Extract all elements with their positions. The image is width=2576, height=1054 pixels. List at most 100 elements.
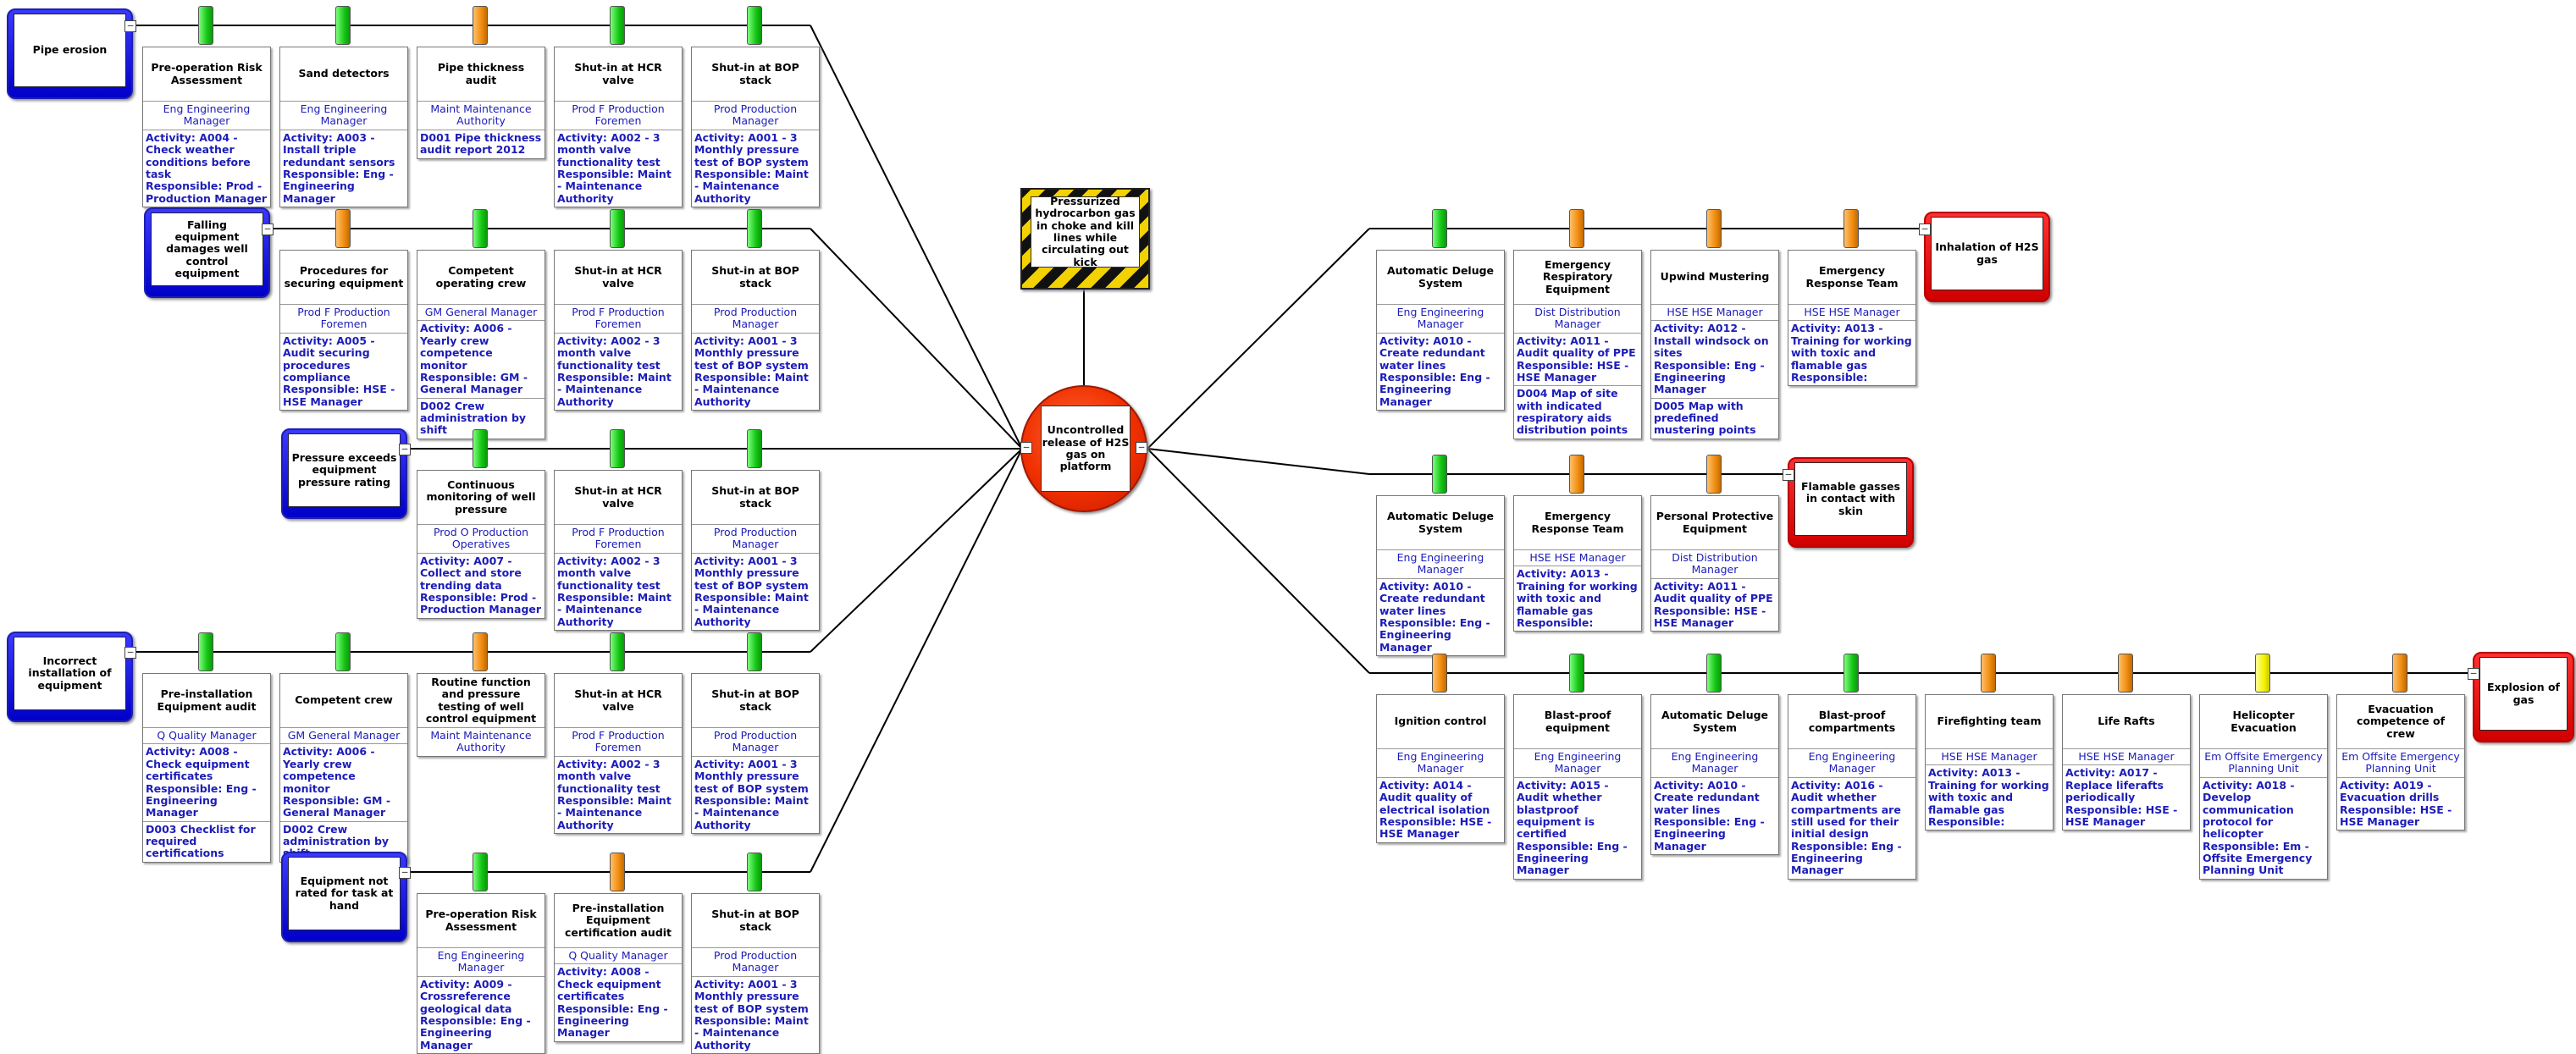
consequence-2-barrier-3-status-tab[interactable] bbox=[1706, 455, 1722, 494]
consequence-3-barrier-8-status-tab[interactable] bbox=[2392, 654, 2407, 693]
threat-1-barrier-3-status-tab[interactable] bbox=[473, 6, 488, 45]
consequence-1-barrier-2-status-tab[interactable] bbox=[1569, 209, 1584, 248]
consequence-1-barrier-4-status-tab[interactable] bbox=[1844, 209, 1859, 248]
threat-3[interactable]: Pressure exceeds equipment pressure rati… bbox=[281, 428, 407, 519]
threat-4-barrier-3[interactable]: Routine function and pressure testing of… bbox=[417, 673, 545, 757]
consequence-3-diagonal-line bbox=[1147, 448, 1370, 674]
threat-1-barrier-5-status-tab[interactable] bbox=[747, 6, 762, 45]
threat-2-diagonal-line bbox=[810, 228, 1023, 450]
consequence-1-collapse-button[interactable]: – bbox=[1919, 223, 1931, 235]
threat-1-barrier-4-status-tab[interactable] bbox=[610, 6, 625, 45]
consequence-1-barrier-4-title: Emergency Response Team bbox=[1788, 251, 1915, 305]
threat-1-barrier-2-status-tab[interactable] bbox=[335, 6, 351, 45]
threat-1[interactable]: Pipe erosion bbox=[7, 8, 133, 99]
consequence-2-barrier-2-status-tab[interactable] bbox=[1569, 455, 1584, 494]
threat-2-barrier-4-status-tab[interactable] bbox=[747, 209, 762, 248]
consequence-3-barrier-7-status-tab[interactable] bbox=[2255, 654, 2270, 693]
consequence-2-barrier-1-status-tab[interactable] bbox=[1432, 455, 1447, 494]
threat-5-barrier-3-status-tab[interactable] bbox=[747, 853, 762, 891]
consequence-1-barrier-1-title: Automatic Deluge System bbox=[1377, 251, 1504, 305]
threat-5-barrier-2[interactable]: Pre-installation Equipment certification… bbox=[554, 893, 683, 1042]
consequence-3-barrier-6-status-tab[interactable] bbox=[2118, 654, 2133, 693]
consequence-1-barrier-1-status-tab[interactable] bbox=[1432, 209, 1447, 248]
top-event-left-collapse-button[interactable]: – bbox=[1020, 442, 1032, 454]
threat-1-collapse-button[interactable]: – bbox=[124, 20, 136, 32]
threat-2-barrier-2-status-tab[interactable] bbox=[473, 209, 488, 248]
threat-4-diagonal-line bbox=[810, 448, 1023, 653]
hazard-box[interactable]: Pressurized hydrocarbon gas in choke and… bbox=[1020, 188, 1150, 290]
threat-4-barrier-1-status-tab[interactable] bbox=[198, 632, 213, 671]
threat-5[interactable]: Equipment not rated for task at hand bbox=[281, 852, 407, 942]
consequence-3-barrier-3-activity: Activity: A010 - Create redundant water … bbox=[1654, 778, 1765, 853]
threat-2-collapse-button[interactable]: – bbox=[262, 223, 274, 235]
threat-4-barrier-5-status-tab[interactable] bbox=[747, 632, 762, 671]
threat-1-barrier-1-status-tab[interactable] bbox=[198, 6, 213, 45]
consequence-2-collapse-button[interactable]: – bbox=[1783, 469, 1794, 481]
threat-3-barrier-3-status-tab[interactable] bbox=[747, 429, 762, 468]
threat-4-barrier-1-responsible: Q Quality Manager bbox=[143, 728, 270, 745]
threat-4-barrier-4-status-tab[interactable] bbox=[610, 632, 625, 671]
threat-3-barrier-2-title: Shut-in at HCR valve bbox=[555, 471, 682, 525]
top-event-circle[interactable]: Uncontrolled release of H2S gas on platf… bbox=[1020, 385, 1147, 512]
threat-2-barrier-3-status-tab[interactable] bbox=[610, 209, 625, 248]
consequence-3-barrier-4-status-tab[interactable] bbox=[1844, 654, 1859, 693]
consequence-2[interactable]: Flamable gasses in contact with skin bbox=[1788, 457, 1914, 548]
top-event-right-collapse-button[interactable]: – bbox=[1136, 442, 1147, 454]
threat-5-barrier-1-status-tab[interactable] bbox=[473, 853, 488, 891]
consequence-1[interactable]: Inhalation of H2S gas bbox=[1924, 212, 2050, 302]
threat-5-barrier-2-status-tab[interactable] bbox=[610, 853, 625, 891]
threat-4-barrier-2-status-tab[interactable] bbox=[335, 632, 351, 671]
consequence-3-collapse-button[interactable]: – bbox=[2468, 668, 2479, 680]
threat-2-barrier-1-activity: Activity: A005 - Audit securing procedur… bbox=[283, 334, 395, 408]
threat-2-barrier-1-status-tab[interactable] bbox=[335, 209, 351, 248]
threat-5-collapse-button[interactable]: – bbox=[399, 867, 411, 879]
consequence-1-barrier-3-status-tab[interactable] bbox=[1706, 209, 1722, 248]
consequence-3-barrier-1-status-tab[interactable] bbox=[1432, 654, 1447, 693]
threat-3-barrier-2-status-tab[interactable] bbox=[610, 429, 625, 468]
consequence-3-barrier-3-status-tab[interactable] bbox=[1706, 654, 1722, 693]
consequence-3[interactable]: Explosion of gas bbox=[2473, 652, 2574, 742]
threat-3-barrier-1-status-tab[interactable] bbox=[473, 429, 488, 468]
threat-2[interactable]: Falling equipment damages well control e… bbox=[144, 207, 270, 298]
consequence-3-barrier-5-status-tab[interactable] bbox=[1981, 654, 1996, 693]
threat-4[interactable]: Incorrect installation of equipment bbox=[7, 632, 133, 722]
threat-4-barrier-3-status-tab[interactable] bbox=[473, 632, 488, 671]
threat-1-barrier-1-activity: Activity: A004 - Check weather condition… bbox=[146, 130, 268, 205]
threat-3-collapse-button[interactable]: – bbox=[399, 444, 411, 455]
consequence-3-barrier-2-status-tab[interactable] bbox=[1569, 654, 1584, 693]
threat-4-collapse-button[interactable]: – bbox=[124, 647, 136, 659]
